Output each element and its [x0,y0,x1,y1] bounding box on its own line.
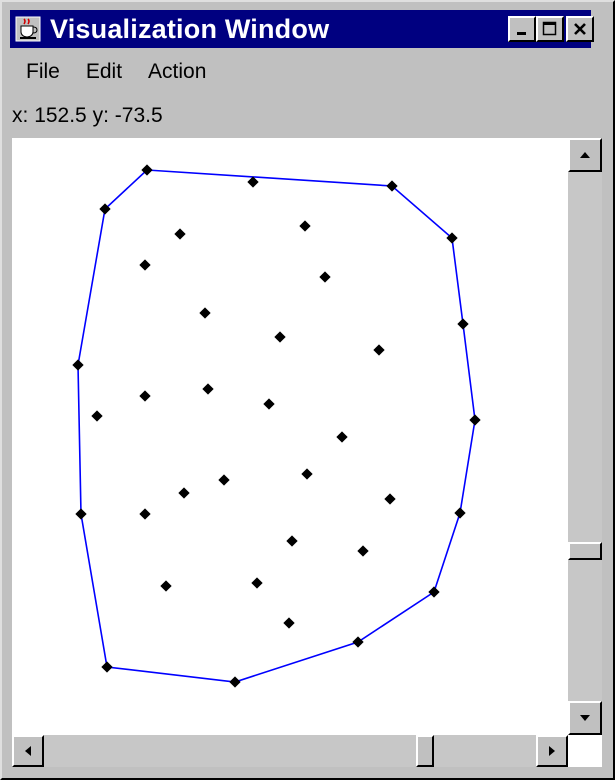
x-value: 152.5 [34,104,87,127]
x-label: x: [12,104,29,127]
data-point [283,617,295,629]
data-point [72,359,84,371]
data-point [274,331,286,343]
data-point [301,468,313,480]
data-point [352,636,364,648]
convex-hull-outline [77,169,476,683]
y-label: y: [92,104,109,127]
data-point [202,383,214,395]
data-point [457,318,469,330]
data-point [218,474,230,486]
arrow-down-icon [580,715,590,721]
vertical-scrollbar[interactable] [568,138,602,735]
data-point [174,228,186,240]
data-point [229,676,241,688]
data-point [139,259,151,271]
vertical-scroll-track[interactable] [568,172,602,701]
vertical-scroll-thumb[interactable] [568,542,602,560]
data-point [299,220,311,232]
title-bar[interactable]: Visualization Window [10,10,594,48]
close-icon [574,23,586,35]
data-point [91,410,103,422]
menu-action[interactable]: Action [148,60,207,83]
scroll-right-button[interactable] [536,735,568,767]
minimize-icon [517,32,526,35]
horizontal-scrollbar[interactable] [12,735,568,767]
hull-plot [72,164,481,688]
arrow-right-icon [549,746,555,756]
y-value: -73.5 [114,104,163,127]
minimize-button[interactable] [508,16,536,42]
scroll-down-button[interactable] [568,701,602,735]
data-point [178,487,190,499]
visualization-canvas[interactable] [12,138,568,735]
data-point [251,577,263,589]
data-point [139,390,151,402]
data-point [336,431,348,443]
data-point [384,493,396,505]
data-point [454,507,466,519]
data-point [75,508,87,520]
menu-edit[interactable]: Edit [85,60,123,83]
scrollbar-corner [568,735,602,767]
arrow-left-icon [25,746,31,756]
data-point [373,344,385,356]
data-point [469,414,481,426]
data-point [428,586,440,598]
window-title: Visualization Window [50,14,330,44]
maximize-icon [542,21,557,36]
data-point [357,545,369,557]
data-point [247,176,259,188]
data-point [139,508,151,520]
horizontal-scroll-track[interactable] [44,735,536,767]
java-cup-icon [14,15,42,43]
scroll-left-button[interactable] [12,735,44,767]
data-point [199,307,211,319]
menu-bar: File Edit Action [10,52,591,92]
data-point [286,535,298,547]
data-point [263,398,275,410]
data-point [319,271,331,283]
coordinate-readout: x: 152.5 y: -73.5 [12,104,163,128]
horizontal-scroll-thumb[interactable] [416,735,434,767]
data-point [160,580,172,592]
menu-file[interactable]: File [26,60,60,83]
scroll-up-button[interactable] [568,138,602,172]
maximize-button[interactable] [536,16,564,42]
arrow-up-icon [580,152,590,158]
close-button[interactable] [566,16,594,42]
data-point [101,661,113,673]
